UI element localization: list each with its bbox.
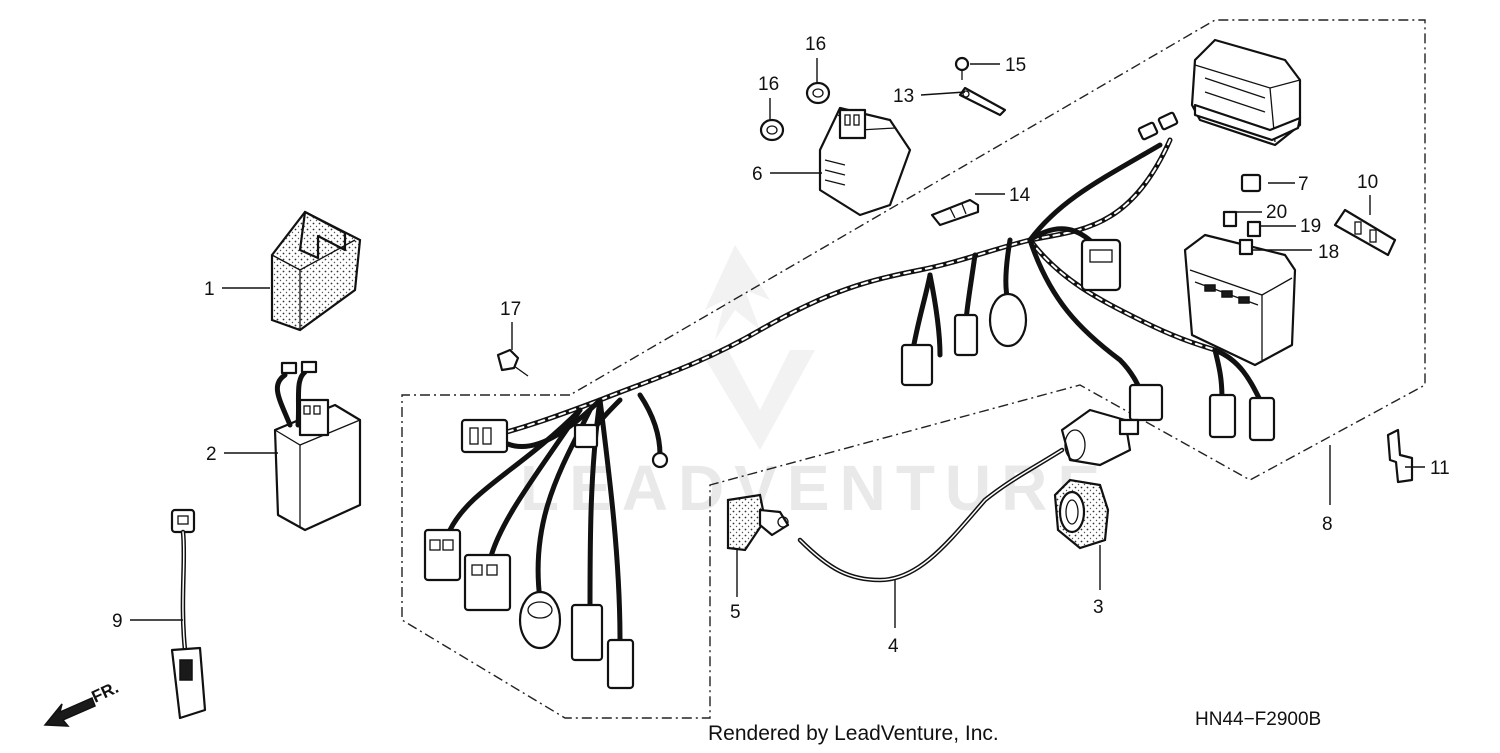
callout-9: 9 xyxy=(112,611,123,632)
front-direction-arrow: FR. xyxy=(43,678,122,727)
part-8-fusebox-cover xyxy=(1190,38,1302,147)
part-14-clip xyxy=(930,198,980,227)
part-1-cover xyxy=(270,210,362,332)
callout-7: 7 xyxy=(1298,174,1309,195)
part-18-fuse xyxy=(1238,238,1254,256)
callout-13: 13 xyxy=(893,86,914,107)
callout-14: 14 xyxy=(1009,185,1031,206)
part-9-sub-harness xyxy=(170,508,207,720)
part-4-ignition-coil xyxy=(797,408,1140,583)
part-16-grommet-b xyxy=(759,118,785,142)
callout-4: 4 xyxy=(888,636,899,657)
part-8-fusebox-body xyxy=(1183,233,1297,367)
callout-16a: 16 xyxy=(805,34,826,55)
callout-1: 1 xyxy=(204,279,215,300)
part-7-fuse xyxy=(1240,173,1262,193)
footer-credit: Rendered by LeadVenture, Inc. xyxy=(708,722,999,745)
callout-5: 5 xyxy=(730,602,741,623)
part-10-fuse-holder xyxy=(1333,208,1397,257)
part-11-terminal xyxy=(1386,428,1414,484)
part-20-fuse xyxy=(1222,210,1238,228)
callout-16b: 16 xyxy=(758,74,779,95)
callout-18: 18 xyxy=(1318,242,1339,263)
diagram-code: HN44−F2900B xyxy=(1195,709,1321,730)
callout-19: 19 xyxy=(1300,216,1321,237)
callout-8: 8 xyxy=(1322,514,1333,535)
callout-labels: 1 2 3 4 5 6 7 8 9 10 11 13 14 15 16 16 1… xyxy=(112,34,1450,657)
part-16-grommet-a xyxy=(805,81,831,105)
callout-15: 15 xyxy=(1005,55,1026,76)
callout-3: 3 xyxy=(1093,597,1104,618)
part-15-screw xyxy=(954,56,970,80)
callout-11: 11 xyxy=(1430,458,1450,479)
leader-lines xyxy=(130,58,1425,628)
part-13-bracket xyxy=(958,86,1007,117)
callout-20: 20 xyxy=(1266,202,1287,223)
part-2-cdi-unit xyxy=(273,360,362,532)
part-19-fuse xyxy=(1246,220,1262,238)
callout-10: 10 xyxy=(1357,172,1378,193)
callout-2: 2 xyxy=(206,444,217,465)
callout-17: 17 xyxy=(500,299,521,320)
part-5-plug-cap xyxy=(726,493,790,552)
part-3-rubber-mount xyxy=(1053,478,1110,550)
part-8-main-harness xyxy=(423,111,1276,690)
part-17-bolt xyxy=(496,348,529,377)
callout-6: 6 xyxy=(752,164,763,185)
part-6-relay xyxy=(818,106,912,217)
harness-outline xyxy=(401,19,1426,719)
